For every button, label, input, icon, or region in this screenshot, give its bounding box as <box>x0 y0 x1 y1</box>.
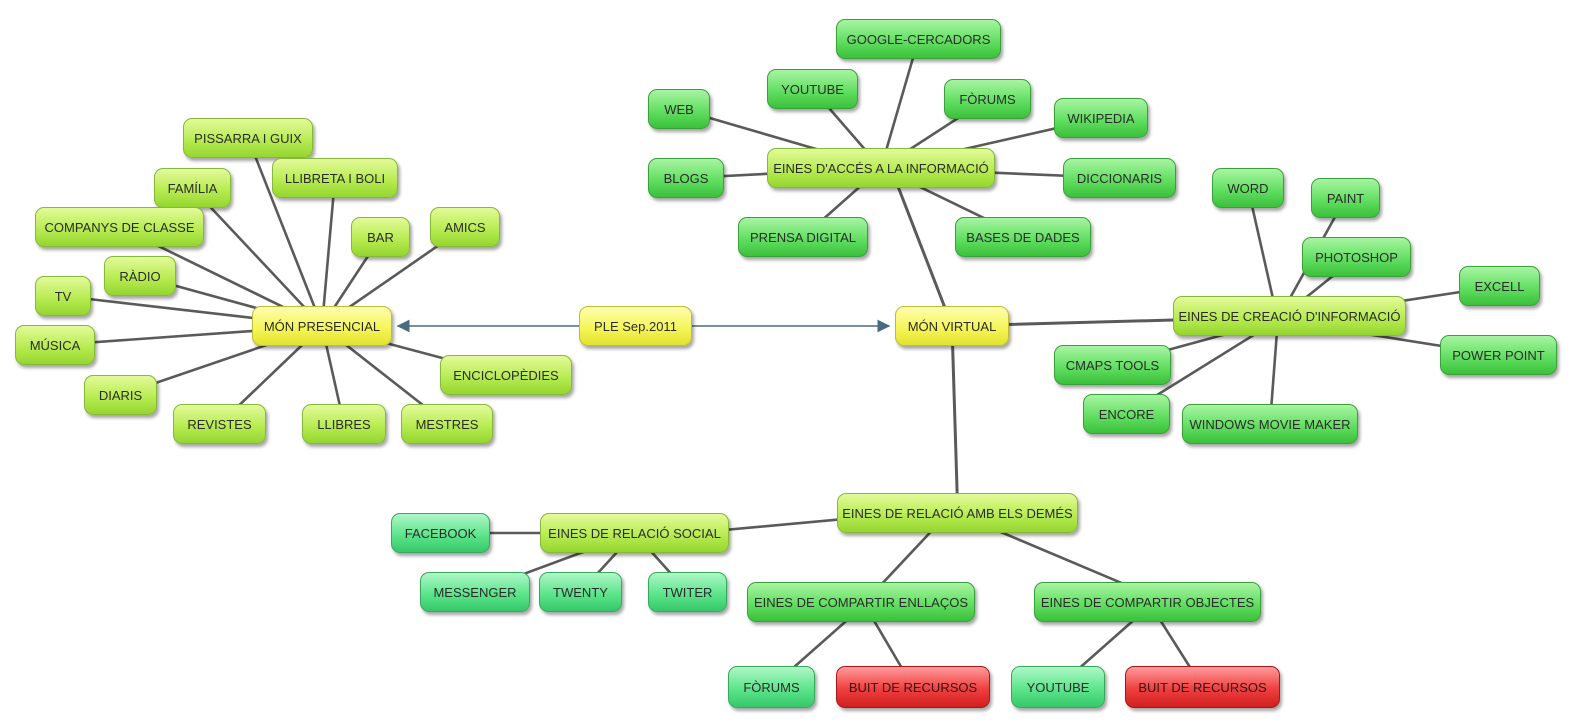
node-familia[interactable]: FAMÍLIA <box>154 168 231 208</box>
link-mv-relacio <box>950 324 959 507</box>
node-cmaps-tools[interactable]: CMAPS TOOLS <box>1054 345 1171 385</box>
node-paint[interactable]: PAINT <box>1311 178 1380 218</box>
node-eines-relacio-social[interactable]: EINES DE RELACIÓ SOCIAL <box>540 513 729 553</box>
link-acc-ac0 <box>879 37 920 170</box>
node-google-cercadors[interactable]: GOOGLE-CERCADORS <box>836 19 1001 59</box>
node-mestres[interactable]: MESTRES <box>401 404 493 444</box>
node-eines-compartir-enllacos[interactable]: EINES DE COMPARTIR ENLLAÇOS <box>747 582 975 622</box>
node-power-point[interactable]: POWER POINT <box>1440 335 1557 375</box>
node-eines-compartir-objectes[interactable]: EINES DE COMPARTIR OBJECTES <box>1034 582 1261 622</box>
node-wikipedia[interactable]: WIKIPEDIA <box>1054 98 1148 138</box>
node-twenty[interactable]: TWENTY <box>539 572 622 612</box>
node-photoshop[interactable]: PHOTOSHOP <box>1302 237 1411 277</box>
node-tv[interactable]: TV <box>35 276 91 316</box>
node-eines-relacio-demes[interactable]: EINES DE RELACIÓ AMB ELS DEMÉS <box>837 493 1078 533</box>
node-buit-recursos-objectes[interactable]: BUIT DE RECURSOS <box>1125 666 1280 708</box>
node-blogs[interactable]: BLOGS <box>648 158 724 198</box>
node-prensa-digital[interactable]: PRENSA DIGITAL <box>738 217 868 257</box>
link-mp-mp0 <box>246 136 324 328</box>
node-forums[interactable]: FÒRUMS <box>944 79 1031 119</box>
node-musica[interactable]: MÚSICA <box>15 325 95 365</box>
node-amics[interactable]: AMICS <box>430 207 500 247</box>
node-eines-acces-informacio[interactable]: EINES D'ACCÉS A LA INFORMACIÓ <box>767 148 995 188</box>
node-revistes[interactable]: REVISTES <box>173 404 266 444</box>
node-forums-enllacos[interactable]: FÒRUMS <box>728 666 815 708</box>
node-windows-movie-maker[interactable]: WINDOWS MOVIE MAKER <box>1182 404 1358 444</box>
node-diaris[interactable]: DIARIS <box>84 375 157 415</box>
node-bases-de-dades[interactable]: BASES DE DADES <box>955 217 1091 257</box>
node-llibreta-i-boli[interactable]: LLIBRETA I BOLI <box>272 158 398 198</box>
node-eines-creacio-informacio[interactable]: EINES DE CREACIÓ D'INFORMACIÓ <box>1173 296 1406 336</box>
node-word[interactable]: WORD <box>1212 168 1284 208</box>
node-messenger[interactable]: MESSENGER <box>420 572 530 612</box>
node-excell[interactable]: EXCELL <box>1459 266 1540 306</box>
central-node-ple[interactable]: PLE Sep.2011 <box>579 306 692 346</box>
node-mon-virtual[interactable]: MÓN VIRTUAL <box>895 306 1009 346</box>
node-youtube[interactable]: YOUTUBE <box>767 69 858 109</box>
link-mp-mp1 <box>320 176 337 328</box>
node-diccionaris[interactable]: DICCIONARIS <box>1063 158 1176 198</box>
node-facebook[interactable]: FACEBOOK <box>391 513 490 553</box>
node-youtube-objectes[interactable]: YOUTUBE <box>1011 666 1105 708</box>
node-companys-de-classe[interactable]: COMPANYS DE CLASSE <box>35 207 204 247</box>
node-pissarra-i-guix[interactable]: PISSARRA I GUIX <box>183 118 313 158</box>
link-mv-acces <box>890 170 954 328</box>
node-enciclopedies[interactable]: ENCICLOPÈDIES <box>440 355 572 395</box>
node-buit-recursos-enllacos[interactable]: BUIT DE RECURSOS <box>836 666 990 708</box>
node-encore[interactable]: ENCORE <box>1083 394 1170 434</box>
node-bar[interactable]: BAR <box>351 217 410 257</box>
node-twiter[interactable]: TWITER <box>648 572 727 612</box>
node-web[interactable]: WEB <box>648 89 710 129</box>
node-radio[interactable]: RÀDIO <box>104 256 176 296</box>
node-mon-presencial[interactable]: MÓN PRESENCIAL <box>252 306 392 346</box>
link-mp-mp2 <box>191 186 324 328</box>
node-llibres[interactable]: LLIBRES <box>302 404 386 444</box>
